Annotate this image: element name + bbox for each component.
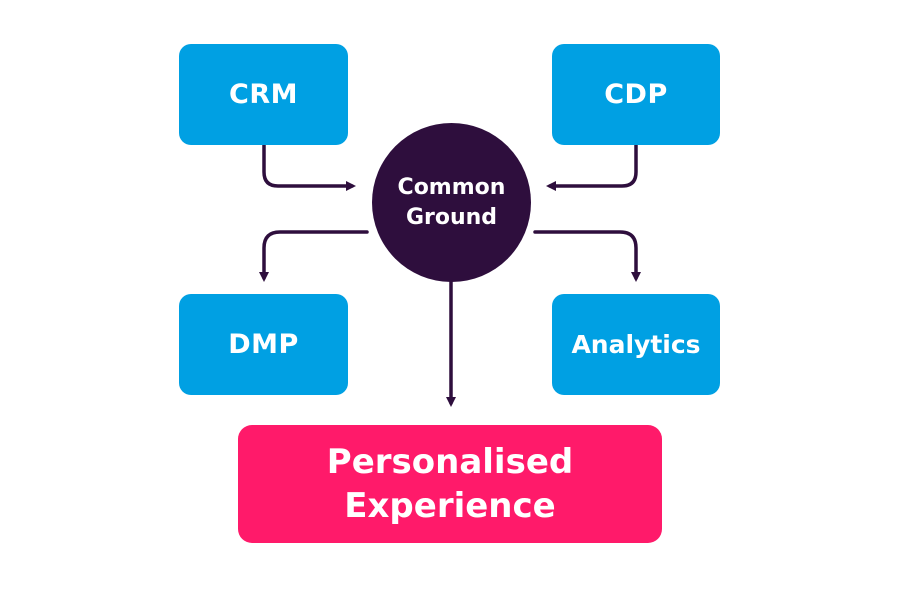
cdp-label: CDP	[604, 79, 668, 110]
outcome-label-line1: Personalised	[326, 442, 574, 482]
arrow-cdp-to-hub	[546, 143, 638, 191]
crm-node: CRM	[179, 44, 348, 145]
arrow-hub-to-dmp	[259, 230, 369, 282]
crm-label: CRM	[229, 79, 298, 110]
analytics-node: Analytics	[552, 294, 720, 395]
outcome-label-line2: Experience	[344, 486, 556, 526]
dmp-node: DMP	[179, 294, 348, 395]
dmp-label: DMP	[228, 329, 299, 360]
arrow-crm-to-hub	[262, 143, 356, 191]
common-ground-hub: Common Ground	[372, 123, 531, 282]
hub-label-line2: Ground	[405, 204, 498, 230]
hub-label-line1: Common	[397, 174, 506, 200]
analytics-label: Analytics	[571, 330, 701, 359]
cdp-node: CDP	[552, 44, 720, 145]
personalised-experience-node: Personalised Experience	[238, 425, 662, 543]
arrow-hub-to-analytics	[533, 230, 641, 282]
